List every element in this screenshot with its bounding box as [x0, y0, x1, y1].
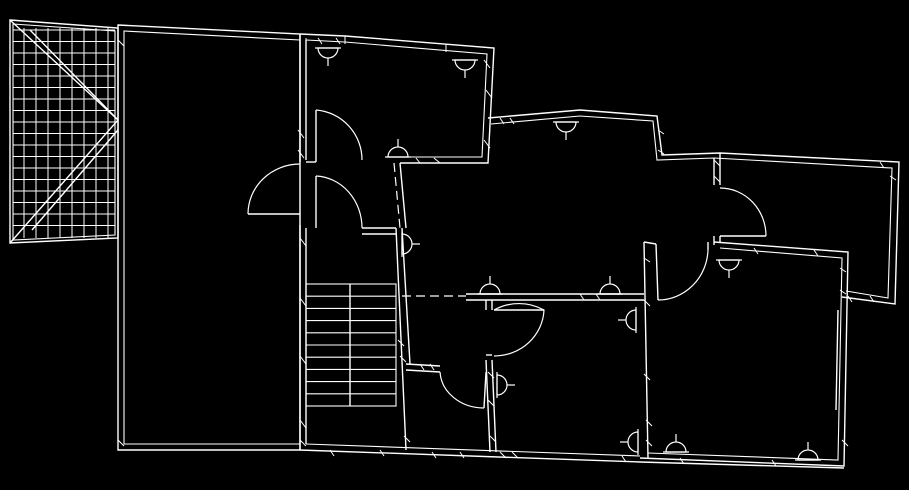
door-swing	[493, 303, 545, 357]
wall-tick	[117, 439, 125, 447]
wall-tick	[657, 149, 665, 155]
wall-tick	[771, 459, 777, 467]
wall-tick	[117, 39, 125, 47]
wall-tick	[813, 249, 819, 257]
wall-tick	[299, 297, 307, 307]
wall-tick	[489, 435, 497, 443]
wall-tick	[511, 451, 519, 459]
wall-tick	[317, 37, 323, 45]
ceiling-light-icon	[315, 47, 341, 66]
door-swing	[439, 371, 485, 409]
wall-tick	[499, 117, 505, 125]
wall-tick	[713, 159, 721, 167]
wall-tick	[335, 37, 341, 45]
doors	[247, 109, 767, 409]
wall-tick	[879, 161, 885, 169]
wall-tick	[869, 295, 875, 303]
wall-tick	[643, 257, 651, 263]
wall-tick	[299, 237, 307, 247]
ceiling-light-icon	[496, 372, 515, 398]
wall-tick	[299, 439, 307, 447]
ceiling-light-icon	[477, 276, 503, 295]
wall-tick	[433, 157, 441, 164]
large-left-room	[117, 24, 301, 451]
stairs	[305, 283, 397, 407]
wall-tick	[485, 89, 493, 99]
hatched-block	[9, 19, 119, 244]
door-swing	[315, 175, 363, 229]
wall-tick	[509, 117, 515, 125]
wall-tick	[483, 139, 491, 149]
door-swing	[247, 163, 301, 215]
wall-tick	[297, 129, 305, 139]
wall-tick	[487, 399, 495, 407]
wall-tick	[753, 247, 759, 255]
wall-tick	[645, 419, 653, 427]
wall-tick	[299, 355, 307, 365]
wall-tick	[483, 59, 491, 69]
ceiling-light-icon	[385, 139, 411, 158]
wall-tick	[657, 129, 665, 135]
wall-tick	[399, 355, 407, 363]
wall-tick	[499, 451, 507, 459]
ceiling-light-icon	[597, 276, 623, 295]
wall-tick	[643, 299, 651, 307]
wall-tick	[299, 419, 307, 429]
wall-tick	[839, 289, 847, 295]
ceiling-light-icon	[401, 231, 420, 257]
ceiling-light-icon	[553, 121, 579, 140]
ceiling-light-icon	[795, 442, 821, 461]
wall-tick	[329, 449, 335, 457]
wall-tick	[459, 451, 465, 459]
wall-tick	[419, 363, 425, 371]
wall-tick	[415, 157, 421, 164]
wall-tick	[679, 457, 685, 465]
wall-markers	[117, 36, 897, 467]
door-swing	[719, 187, 767, 237]
wall-tick	[621, 455, 627, 463]
door-swing	[315, 109, 363, 161]
wall-tick	[643, 373, 651, 381]
wall-tick	[431, 451, 437, 459]
door-swing	[657, 249, 709, 301]
ceiling-light-icon	[618, 307, 637, 333]
wall-tick	[713, 175, 721, 183]
ceiling-light-icon	[663, 434, 689, 453]
wall-tick	[889, 175, 897, 181]
wall-tick	[397, 339, 405, 347]
ceiling-light-icon	[620, 429, 639, 455]
wall-tick	[645, 439, 653, 447]
exterior-walls	[299, 33, 900, 469]
wall-tick	[839, 267, 847, 273]
light-fixtures	[315, 47, 821, 461]
wall-tick	[595, 293, 601, 301]
wall-tick	[297, 149, 305, 159]
wall-tick	[487, 371, 495, 379]
wall-tick	[429, 363, 435, 371]
wall-tick	[579, 293, 585, 301]
ceiling-light-icon	[452, 59, 478, 78]
wall-tick	[403, 435, 411, 443]
wall-tick	[847, 295, 853, 303]
wall-tick	[841, 439, 849, 447]
wall-tick	[379, 449, 385, 457]
ceiling-light-icon	[716, 259, 742, 278]
